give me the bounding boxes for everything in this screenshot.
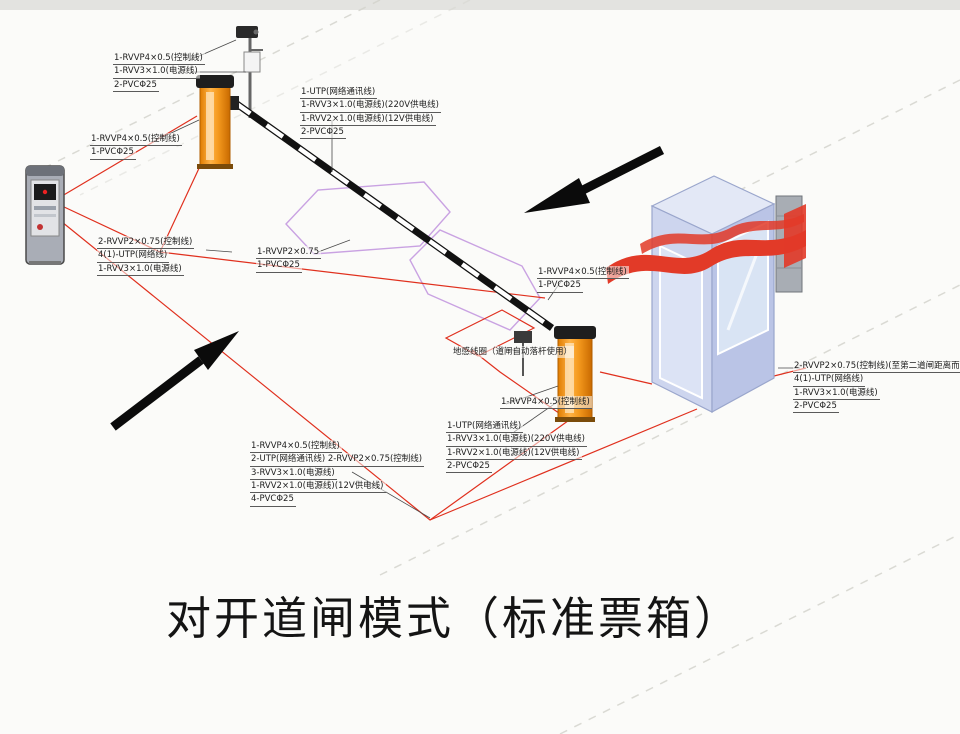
cable-label: 1-RVV3×1.0(电源线)(220V供电线): [300, 99, 441, 113]
cable-label-group-bottom-center: 1-RVVP4×0.5(控制线) 2-UTP(网络通讯线) 2-RVVP2×0.…: [250, 440, 425, 507]
cable-label: 1-RVVP4×0.5(控制线): [500, 396, 592, 410]
camera-pole: [236, 26, 263, 118]
cable-label: 2-UTP(网络通讯线) 2-RVVP2×0.75(控制线): [250, 453, 425, 467]
ticket-button: [37, 224, 43, 230]
cable-label: 1-RVVP4×0.5(控制线): [537, 266, 629, 280]
cable-label: 2-PVCΦ25: [446, 459, 492, 474]
ground-loop-note: 地感线圈（道闸自动落杆使用）: [452, 346, 575, 359]
cable-label: 4(1)-UTP(网络线): [97, 249, 170, 263]
cable-label: 3-RVV3×1.0(电源线): [250, 466, 337, 480]
cable-label: 1-RVV3×1.0(电源线)(220V供电线): [446, 433, 587, 447]
ground-loop-left: [285, 181, 451, 255]
cable-label: 2-PVCΦ25: [793, 399, 839, 414]
cable-label-group-right-gate-bottom: 1-UTP(网络通讯线) 1-RVV3×1.0(电源线)(220V供电线) 1-…: [446, 420, 587, 474]
cable-label-group-left-gate: 1-RVVP4×0.5(控制线) 1-PVCΦ25: [90, 133, 182, 160]
cable-label: 1-RVVP2×0.75: [256, 246, 322, 260]
camera-sign: [243, 51, 261, 73]
cable-label-group-right-gate-mid: 1-RVVP4×0.5(控制线): [500, 396, 592, 410]
cable-label: 1-PVCΦ25: [90, 146, 136, 160]
left-barrier-gate: [196, 75, 234, 169]
direction-arrow-exit: [524, 145, 665, 213]
cable-label: 1-RVV3×1.0(电源线): [97, 262, 184, 276]
cable-label: 2-PVCΦ25: [300, 125, 346, 140]
guard-booth: [650, 175, 776, 414]
cable-label: 4-PVCΦ25: [250, 493, 296, 507]
cable-label: 2-RVVP2×0.75(控制线): [97, 236, 195, 250]
cable-label: 2-RVVP2×0.75(控制线)(至第二道闸距离而定): [793, 360, 960, 374]
ticket-dispenser: [25, 165, 65, 265]
cable-label: 1-PVCΦ25: [256, 259, 302, 273]
cable-label: 1-RVV2×1.0(电源线)(12V供电线): [300, 112, 436, 126]
road-lines: [39, 0, 960, 734]
cable-label-group-right-gate-top: 1-RVVP4×0.5(控制线) 1-PVCΦ25: [537, 266, 629, 293]
cable-label: 1-RVVP4×0.5(控制线): [113, 52, 205, 66]
cable-label-group-center: 1-RVVP2×0.75 1-PVCΦ25: [256, 246, 322, 273]
direction-arrow-entry: [110, 331, 239, 431]
cable-label: 2-PVCΦ25: [113, 78, 159, 92]
cable-label: 1-PVCΦ25: [537, 279, 583, 293]
cable-label: 1-RVV3×1.0(电源线): [793, 386, 880, 400]
cable-label-group-mid-left: 2-RVVP2×0.75(控制线) 4(1)-UTP(网络线) 1-RVV3×1…: [97, 236, 195, 276]
cable-label: 1-RVVP4×0.5(控制线): [250, 440, 342, 454]
cable-label: 1-UTP(网络通讯线): [300, 86, 378, 100]
red-canopy: [606, 204, 806, 284]
cable-label-group-top-center: 1-UTP(网络通讯线) 1-RVV3×1.0(电源线)(220V供电线) 1-…: [300, 86, 441, 140]
cctv-camera-icon: [236, 26, 258, 38]
cable-label-group-camera: 1-RVVP4×0.5(控制线) 1-RVV3×1.0(电源线) 2-PVCΦ2…: [113, 52, 205, 92]
cable-label: 1-RVVP4×0.5(控制线): [90, 133, 182, 147]
cable-label: 4(1)-UTP(网络线): [793, 373, 866, 387]
cable-label-group-right-side: 2-RVVP2×0.75(控制线)(至第二道闸距离而定) 4(1)-UTP(网络…: [793, 360, 960, 414]
loop-note-label: 地感线圈（道闸自动落杆使用）: [452, 346, 575, 359]
cable-label: 1-UTP(网络通讯线): [446, 420, 524, 434]
diagram-title: 对开道闸模式（标准票箱）: [166, 592, 743, 645]
cable-label: 1-RVV2×1.0(电源线)(12V供电线): [250, 479, 386, 494]
cable-label: 1-RVV2×1.0(电源线)(12V供电线): [446, 446, 582, 460]
cable-label: 1-RVV3×1.0(电源线): [113, 65, 200, 79]
